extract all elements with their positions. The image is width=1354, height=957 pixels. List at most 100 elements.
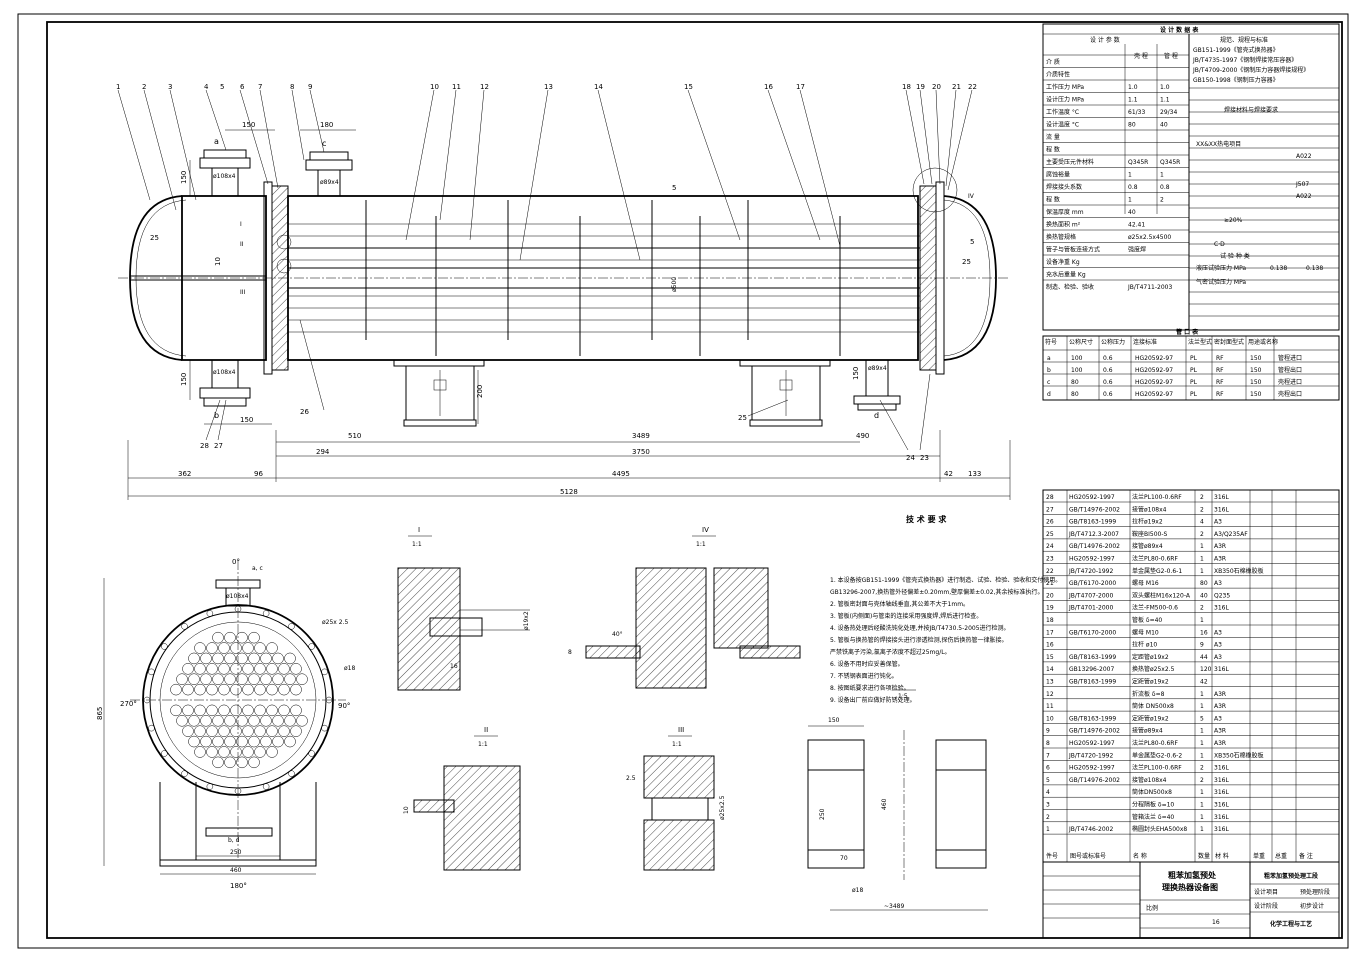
tube-hole <box>194 704 206 717</box>
nozzle-cell: 0.6 <box>1103 367 1113 374</box>
nozzle-c <box>305 151 353 197</box>
parts-item-no: 5 <box>1046 777 1050 784</box>
title-phase-value: 初步设计 <box>1300 902 1324 910</box>
parts-name: 接管ø108x4 <box>1132 505 1167 513</box>
design-row-shell: 1 <box>1128 197 1132 204</box>
parts-qty: 42 <box>1200 679 1208 686</box>
balloon-13: 13 <box>544 83 553 91</box>
balloon-8: 8 <box>290 83 294 91</box>
parts-name: 拉杆ø19x2 <box>1132 518 1163 526</box>
parts-qty: 5 <box>1200 715 1204 722</box>
tube-hole <box>200 673 212 685</box>
tube-hole <box>194 746 206 758</box>
parts-name: 接管ø89x4 <box>1132 542 1163 550</box>
dim-150-b: 150 <box>240 416 253 424</box>
tube-hole <box>200 652 212 665</box>
tech-item-8: 8. 按图纸要求进行各项检验。 <box>830 684 910 692</box>
parts-std: GB/T14976-2002 <box>1069 506 1120 513</box>
tube-hole <box>176 715 188 727</box>
title-phase-label: 设计阶段 <box>1254 902 1278 910</box>
tube-hole <box>272 715 284 727</box>
tube-hole <box>188 735 200 748</box>
tech-requirements: 技 术 要 求 1. 本设备按GB151-1999《管壳式换热器》进行制造、试验… <box>830 514 1061 704</box>
nozzle-cell: RF <box>1216 379 1224 386</box>
detail-III-dim2-5: 2.5 <box>626 775 636 782</box>
tube-hole <box>212 652 224 665</box>
balloon-numbers: 1 2 3 4 5 6 7 8 9 10 11 12 13 14 15 16 1… <box>116 83 977 462</box>
balloon-21: 21 <box>952 83 961 91</box>
parts-item-no: 21 <box>1046 580 1054 587</box>
tube-hole <box>212 673 224 685</box>
balloon-15: 15 <box>684 83 693 91</box>
parts-name: 螺母 M16 <box>1132 579 1159 587</box>
detail-II: II 1:1 10 <box>403 726 521 871</box>
tube-hole <box>218 725 230 737</box>
detail-III-title: III <box>678 726 684 734</box>
parts-material: A3/Q235AF <box>1214 531 1248 538</box>
tube-hole <box>266 683 278 696</box>
design-params-header: 设 计 参 数 <box>1090 36 1120 44</box>
tube-hole <box>260 715 272 727</box>
dim-150-c: 150 <box>180 171 188 184</box>
title-discipline: 化学工程与工艺 <box>1270 920 1312 928</box>
tube-hole <box>284 735 296 748</box>
tube-hole <box>284 673 296 685</box>
tube-layout <box>143 605 333 795</box>
dim-5-b: 5 <box>970 238 974 246</box>
saddle-right <box>739 359 831 427</box>
parts-std: JB/T4746-2002 <box>1068 826 1113 833</box>
design-row-label: 保温厚度 mm <box>1046 208 1084 216</box>
parts-material: 316L <box>1214 802 1229 809</box>
parts-item-no: 11 <box>1046 703 1054 710</box>
title-scale-label: 比例 <box>1146 904 1158 912</box>
parts-qty: 40 <box>1200 592 1208 599</box>
parts-name: 接管ø89x4 <box>1132 727 1163 735</box>
tube-hole <box>206 704 218 717</box>
nozzle-cell: 0.6 <box>1103 379 1113 386</box>
dim-25-a: 25 <box>150 234 159 242</box>
outer-border <box>17 13 1349 949</box>
tube-hole <box>260 652 272 665</box>
design-std-2: JB/T4709-2000《钢制压力容器焊接规程》 <box>1192 66 1309 74</box>
parts-qty: 2 <box>1200 531 1204 538</box>
parts-name: 筒体DN500x8 <box>1132 788 1172 796</box>
bolt-hole <box>161 750 168 757</box>
parts-item-no: 27 <box>1046 506 1054 513</box>
dim-4495: 4495 <box>612 470 630 478</box>
parts-item-no: 13 <box>1046 679 1054 686</box>
parts-qty: 2 <box>1200 605 1204 612</box>
nozzle-label-d: d <box>874 411 879 420</box>
parts-std: JB/T4707-2000 <box>1068 592 1113 599</box>
tube-hole <box>290 704 302 717</box>
nozzle-cell: RF <box>1216 355 1224 362</box>
parts-item-no: 17 <box>1046 629 1054 636</box>
detail-IV-dim8: 8 <box>568 649 572 656</box>
tube-hole <box>230 642 242 654</box>
nozzle-cell: 80 <box>1071 379 1079 386</box>
design-row-label: 腐蚀裕量 <box>1046 171 1070 179</box>
bolt-hole <box>234 787 242 795</box>
bolt-hole <box>148 724 155 732</box>
parts-material: A3R <box>1214 728 1226 735</box>
nozzle-cell: HG20592-97 <box>1135 379 1173 386</box>
nozzle-header: 公称尺寸 <box>1069 338 1093 346</box>
tube-hole <box>230 663 242 675</box>
title-drawing-1: 粗苯加氢预处 <box>1168 870 1217 880</box>
design-row-shell: 1 <box>1128 172 1132 179</box>
design-row-shell: JB/T4711-2003 <box>1127 284 1172 291</box>
tube-hole <box>266 725 278 737</box>
nozzle-cell: a <box>1047 355 1051 362</box>
parts-material: 316L <box>1214 789 1229 796</box>
design-std-1: JB/T4735-1997《钢制焊接常压容器》 <box>1192 56 1297 64</box>
parts-header: 图号或标准号 <box>1070 852 1106 860</box>
tube-hole <box>212 631 224 644</box>
nozzle-cell: c <box>1047 379 1050 386</box>
nozzle-header: 符号 <box>1045 338 1057 346</box>
design-row-shell: ø25x2.5x4500 <box>1128 234 1171 241</box>
parts-item-no: 23 <box>1046 556 1054 563</box>
design-row-shell: 0.8 <box>1128 184 1138 191</box>
design-row-label: 流 量 <box>1046 133 1060 141</box>
bolt-hole <box>321 668 328 676</box>
tube-hole <box>266 704 278 717</box>
